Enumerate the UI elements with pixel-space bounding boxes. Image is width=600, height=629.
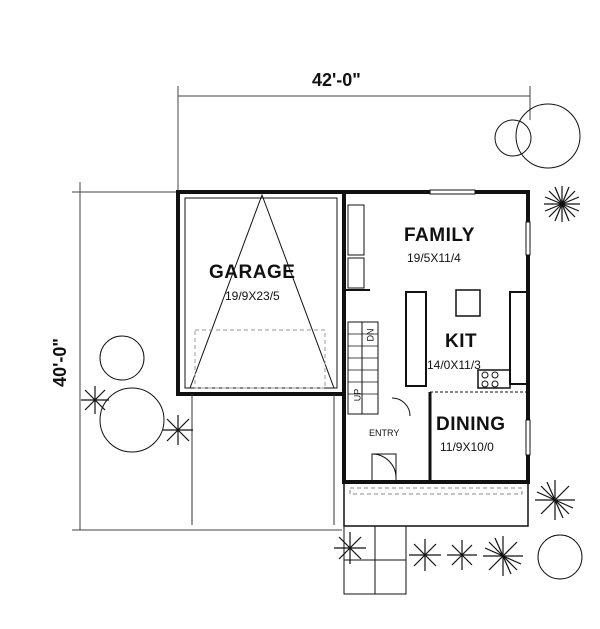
overall-width-label: 42'-0": [312, 70, 361, 90]
dimension-lines: [72, 86, 531, 531]
room-kitchen-size: 14/0X11/3: [427, 358, 481, 372]
room-entry-name: ENTRY: [369, 428, 400, 438]
landscape-trees: [99, 103, 583, 580]
landscape-shrubs: [81, 186, 580, 576]
room-kitchen-name: KIT: [445, 331, 478, 352]
room-garage-name: GARAGE: [209, 262, 296, 283]
stair-down-label: DN: [365, 328, 376, 342]
overall-depth-label: 40'-0": [49, 338, 70, 387]
room-garage-size: 19/9X23/5: [225, 289, 280, 303]
room-family-name: FAMILY: [404, 225, 475, 246]
room-dining-size: 11/9X10/0: [440, 440, 494, 454]
room-dining-name: DINING: [436, 414, 506, 435]
cooktop: [481, 371, 499, 388]
driveway: [191, 394, 335, 525]
room-family-size: 19/5X11/4: [407, 251, 461, 265]
stair-up-label: UP: [352, 388, 363, 402]
house-walls: [342, 189, 531, 595]
